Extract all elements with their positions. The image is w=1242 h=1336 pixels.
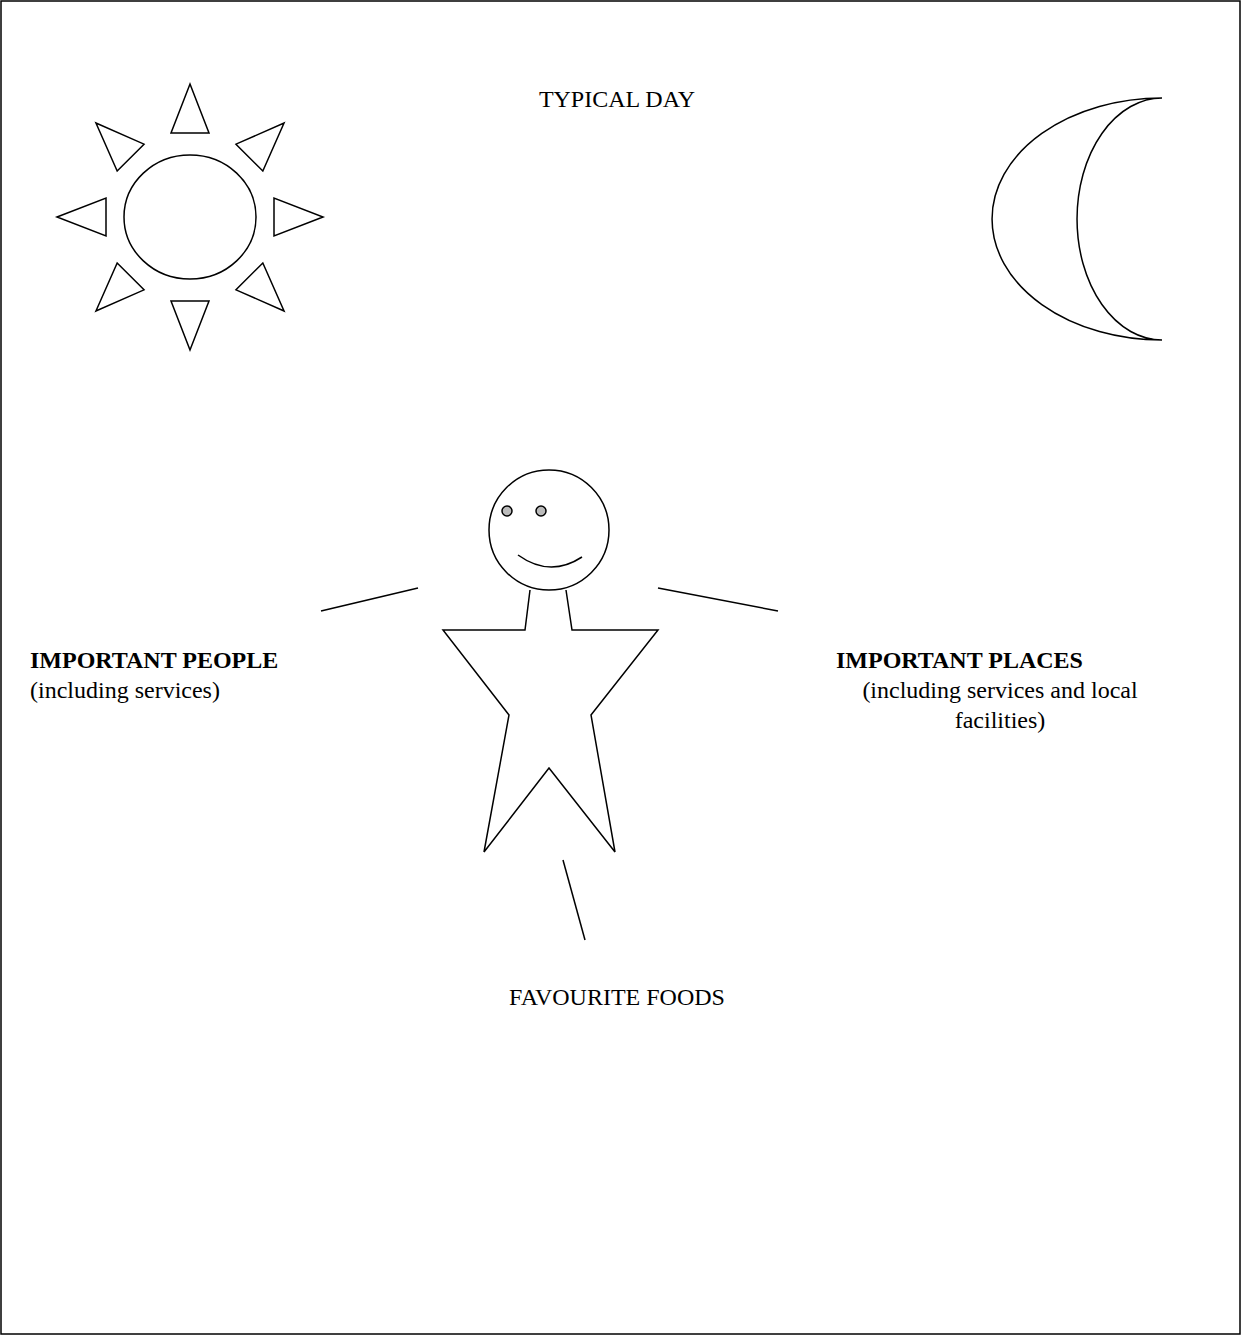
note-label-box: (including services) bbox=[30, 675, 410, 705]
sun-symbol bbox=[57, 84, 323, 350]
sun-ray bbox=[57, 198, 106, 236]
leader-line bbox=[563, 860, 585, 940]
figure-head bbox=[489, 470, 609, 590]
note-label: (including services) bbox=[30, 675, 410, 705]
sun-ray bbox=[96, 123, 144, 171]
figure-eye bbox=[536, 506, 546, 516]
sun-ray bbox=[236, 123, 284, 171]
heading-label-box: TYPICAL DAY bbox=[417, 84, 817, 114]
sun-ray bbox=[274, 198, 323, 236]
note-label-box: (including services and local facilities… bbox=[850, 675, 1150, 735]
category-label-box: IMPORTANT PEOPLE bbox=[30, 645, 410, 675]
sun-ray bbox=[96, 263, 144, 311]
note-label: (including services and local facilities… bbox=[850, 675, 1150, 735]
leader-line bbox=[658, 588, 778, 611]
category-label-box: FAVOURITE FOODS bbox=[417, 982, 817, 1012]
figure-eye bbox=[502, 506, 512, 516]
person-figure bbox=[443, 470, 658, 852]
category-label: IMPORTANT PEOPLE bbox=[30, 645, 410, 675]
category-label: IMPORTANT PLACES bbox=[836, 645, 1226, 675]
figure-smile bbox=[518, 555, 582, 567]
category-label: FAVOURITE FOODS bbox=[417, 982, 817, 1012]
heading-label: TYPICAL DAY bbox=[417, 84, 817, 114]
moon-symbol bbox=[992, 98, 1162, 340]
leader-line bbox=[321, 588, 418, 611]
sun-ray bbox=[236, 263, 284, 311]
category-label-box: IMPORTANT PLACES bbox=[836, 645, 1226, 675]
sun-ray bbox=[171, 84, 209, 133]
sun-ray bbox=[171, 301, 209, 350]
figure-body bbox=[443, 590, 658, 852]
sun-disc bbox=[124, 155, 256, 279]
